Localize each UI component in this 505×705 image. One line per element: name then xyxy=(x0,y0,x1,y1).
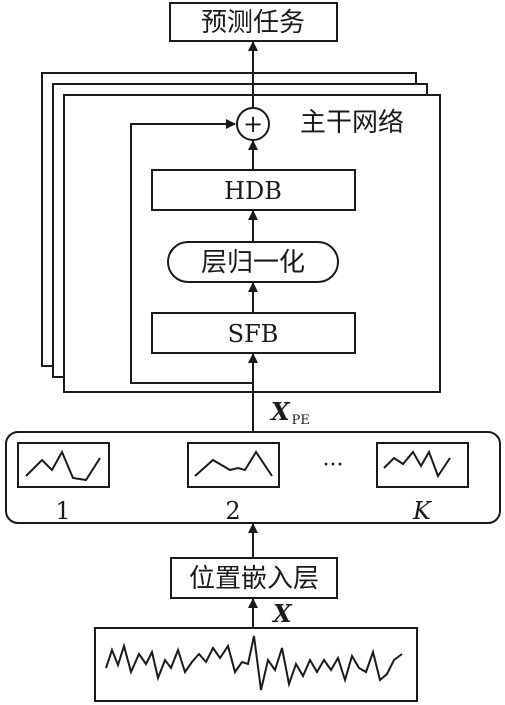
backbone-label: 主干网络 xyxy=(300,108,404,138)
residual-path xyxy=(130,119,253,384)
task-box xyxy=(169,2,338,42)
input-signal-box xyxy=(94,627,418,702)
patch-1-label: 1 xyxy=(55,497,70,525)
input-x-label: X xyxy=(271,599,293,628)
patch-k-box xyxy=(376,442,469,488)
input-signal-waveform xyxy=(105,635,403,691)
sum-symbol: + xyxy=(243,110,263,138)
patch-k-waveform xyxy=(383,449,451,479)
patch-2-waveform xyxy=(194,450,273,477)
sfb-label: SFB xyxy=(228,320,279,348)
patch-ellipsis: ··· xyxy=(323,453,344,478)
hdb-label: HDB xyxy=(224,177,282,205)
position-embedding-label: 位置嵌入层 xyxy=(189,564,319,594)
position-embedding-box xyxy=(170,557,338,599)
patch-1-box xyxy=(17,442,110,488)
sfb-block xyxy=(151,312,356,354)
layer-norm-label: 层归一化 xyxy=(201,248,305,278)
patch-2-label: 2 xyxy=(225,497,240,525)
task-label: 预测任务 xyxy=(201,8,305,38)
patch-k-label: K xyxy=(412,497,433,525)
patch-1-waveform xyxy=(25,449,101,482)
patch-2-box xyxy=(187,442,280,488)
hdb-block xyxy=(151,169,356,211)
